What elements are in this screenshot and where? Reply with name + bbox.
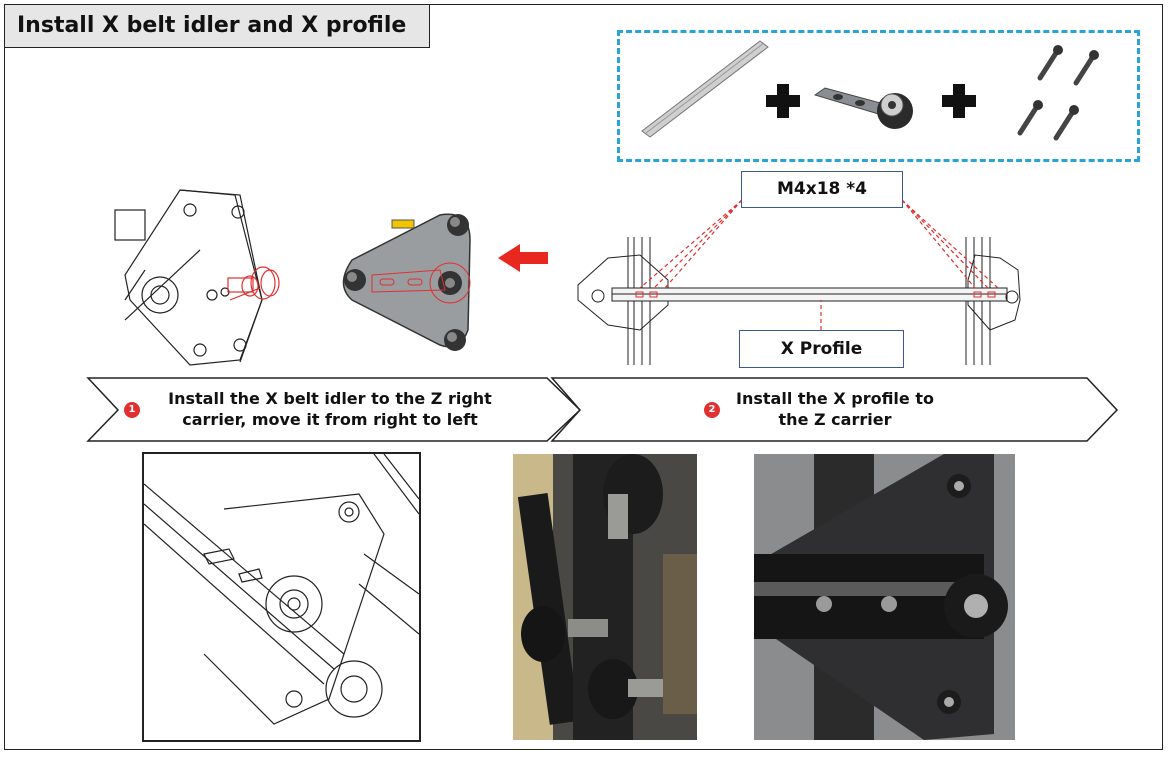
- parts-illustration: [641, 40, 1099, 141]
- parts-box: [617, 30, 1140, 162]
- x-profile-part-icon: [641, 40, 769, 138]
- step-1-line-2: carrier, move it from right to left: [182, 410, 478, 429]
- step-2-text: Install the X profile to the Z carrier: [720, 388, 950, 430]
- step-2-badge: 2: [704, 402, 720, 418]
- page-frame: [4, 4, 1163, 750]
- plus-icon: [766, 84, 800, 118]
- step-2-line-2: the Z carrier: [778, 410, 892, 429]
- screws-label: M4x18 *4: [741, 171, 903, 208]
- step-1-line-1: Install the X belt idler to the Z right: [168, 389, 492, 408]
- step-1-text: Install the X belt idler to the Z right …: [140, 388, 520, 430]
- side-photo: [513, 454, 697, 740]
- front-photo: [754, 454, 1015, 740]
- step-2-line-1: Install the X profile to: [736, 389, 934, 408]
- belt-idler-part-icon: [813, 87, 913, 129]
- step-1-badge: 1: [124, 402, 140, 418]
- idler-closeup-drawing: [142, 452, 421, 742]
- section-title: Install X belt idler and X profile: [4, 4, 430, 48]
- plus-icon: [942, 84, 976, 118]
- screws-part-icon: [1017, 50, 1095, 141]
- x-profile-label: X Profile: [739, 330, 904, 368]
